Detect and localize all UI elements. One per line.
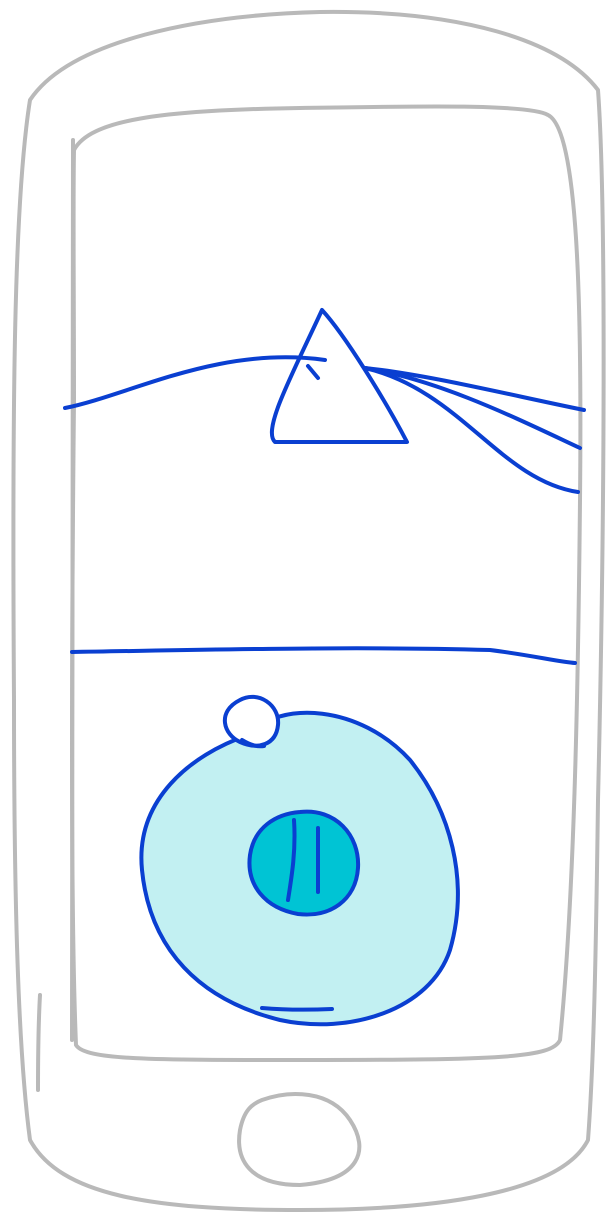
- prism-tick: [308, 366, 318, 378]
- home-button[interactable]: [239, 1094, 359, 1185]
- track-divider: [72, 648, 575, 663]
- knob-icon[interactable]: [225, 697, 278, 746]
- phone-frame: [13, 12, 603, 1210]
- playback-control[interactable]: [141, 697, 457, 1024]
- phone-side-button: [38, 995, 40, 1090]
- light-beam-in: [65, 357, 325, 408]
- scrub-knob[interactable]: [225, 697, 278, 746]
- pause-button-circle[interactable]: [249, 812, 358, 915]
- album-art: [65, 310, 584, 492]
- home-button-icon[interactable]: [239, 1094, 359, 1185]
- play-pause-button[interactable]: [249, 812, 358, 915]
- phone-outer-outline: [13, 12, 603, 1210]
- screen-left-edge: [71, 140, 73, 1040]
- control-disc-underline: [262, 1008, 332, 1010]
